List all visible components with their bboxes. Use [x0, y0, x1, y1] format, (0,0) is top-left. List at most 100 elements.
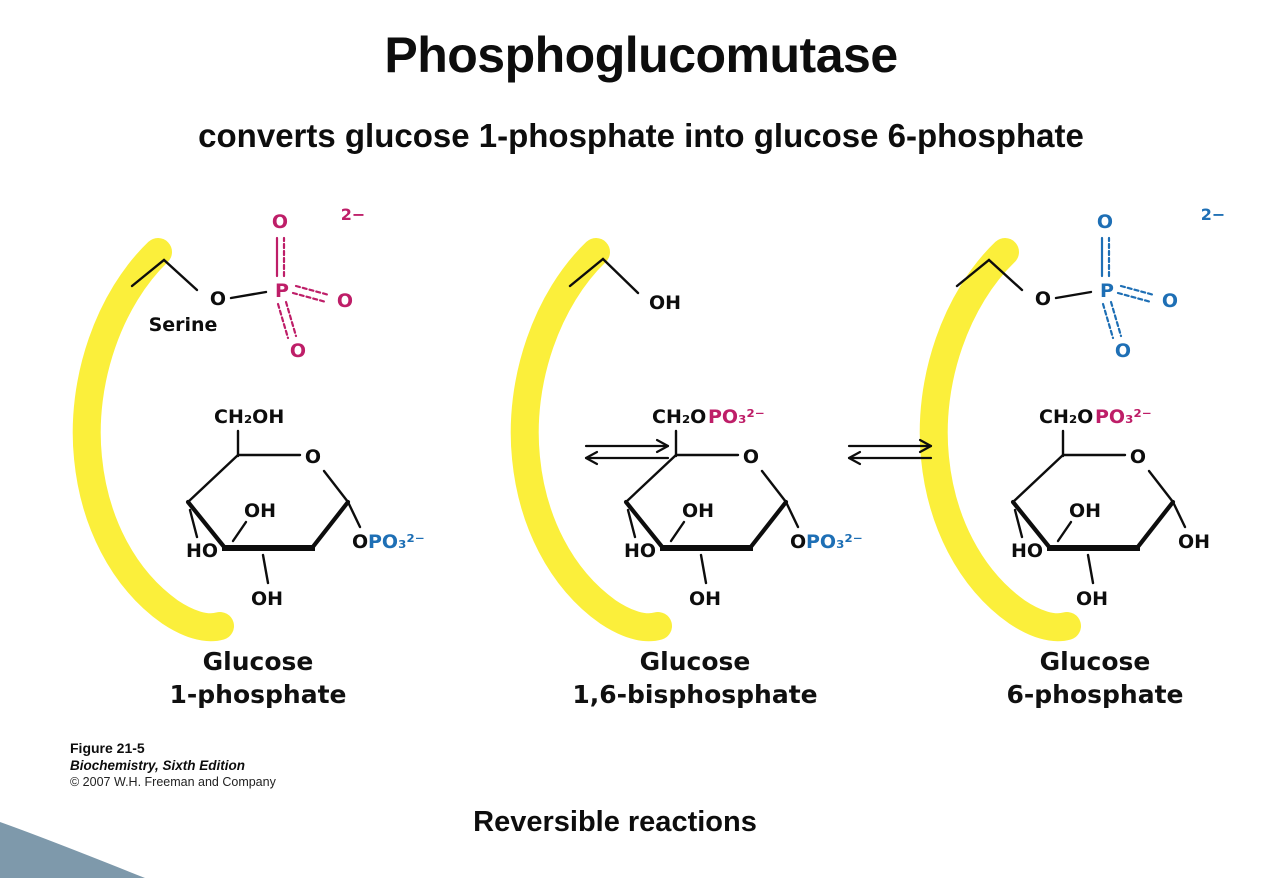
c1-oxygen-label: O	[352, 531, 368, 553]
book-title: Biochemistry, Sixth Edition	[70, 758, 246, 773]
c1-bond	[784, 500, 800, 529]
c1-bond	[1171, 500, 1187, 529]
ring-bond	[322, 469, 350, 504]
ring-bond	[624, 453, 678, 504]
phosphate-oxygen-top: O	[1097, 211, 1113, 233]
label-glucose-16-bisphosphate: Glucose 1,6-bisphosphate	[535, 645, 855, 711]
ring-bond	[186, 453, 240, 504]
c4-hydroxyl-label: HO	[186, 540, 218, 562]
c4-bond	[188, 508, 199, 539]
ester-oxygen-label: O	[1035, 288, 1051, 310]
phosphate-oxygen-right: O	[337, 290, 353, 312]
ring-bond-bold	[309, 499, 351, 551]
c3-bond	[231, 520, 248, 543]
page-title: Phosphoglucomutase	[384, 27, 898, 83]
c6-phosphate-label: PO₃²⁻	[1095, 406, 1152, 428]
glucose-ring-1: CH₂OH O OH HO OH O PO₃²⁻	[185, 406, 425, 610]
reversible-reactions-note: Reversible reactions	[473, 806, 757, 838]
label-line2: 1-phosphate	[169, 680, 347, 709]
c3-hydroxyl-label: OH	[244, 500, 276, 522]
figure-number: Figure 21-5	[70, 740, 145, 756]
figure-credit: Figure 21-5 Biochemistry, Sixth Edition …	[70, 740, 276, 791]
o-p-bond	[1054, 290, 1093, 300]
serine-bond	[130, 258, 199, 292]
ring-oxygen-label: O	[1130, 446, 1146, 468]
c1-bond	[346, 500, 362, 529]
serine-hydroxyl-group-2: OH	[568, 257, 681, 314]
p-right-bond-dash	[1116, 291, 1153, 304]
ring-bond	[1147, 469, 1175, 504]
p-bottom-bond	[1101, 302, 1115, 340]
equilibrium-arrow-1	[584, 438, 670, 466]
glucose-ring-2: CH₂O PO₃²⁻ O OH HO OH O PO₃²⁻	[623, 406, 863, 610]
c4-bond	[1013, 508, 1024, 539]
c1-phosphate-label: PO₃²⁻	[806, 531, 863, 553]
enzyme-highlight-3	[919, 238, 1081, 642]
label-glucose-6-phosphate: Glucose 6-phosphate	[960, 645, 1230, 711]
charge-label: 2−	[341, 205, 366, 224]
ester-oxygen-label: O	[210, 288, 226, 310]
c2-hydroxyl-label: OH	[251, 588, 283, 610]
serine-hydroxyl-label: OH	[649, 292, 681, 314]
glucose-ring-3: CH₂O PO₃²⁻ O OH HO OH OH	[1010, 406, 1210, 610]
arrow-reverse-head	[847, 450, 862, 466]
c6-substituent-label: CH₂O	[652, 406, 706, 428]
c3-hydroxyl-label: OH	[682, 500, 714, 522]
arrow-forward-head	[918, 438, 933, 454]
p-right-bond-dash	[291, 291, 328, 304]
c2-bond	[699, 553, 708, 585]
c2-bond	[261, 553, 270, 585]
c6-substituent-label: CH₂OH	[214, 406, 284, 428]
ring-oxygen-label: O	[305, 446, 321, 468]
c4-bond	[626, 508, 637, 539]
ring-bond-bold	[623, 499, 666, 551]
equilibrium-arrow-2	[847, 438, 933, 466]
serine-bond	[955, 258, 1024, 292]
p-right-bond	[1119, 284, 1156, 297]
ring-oxygen-label: O	[743, 446, 759, 468]
c1-phosphate-label: PO₃²⁻	[368, 531, 425, 553]
corner-decoration	[0, 822, 145, 878]
corner-shape-icon	[0, 822, 145, 878]
ring-bond	[760, 469, 788, 504]
c3-bond	[1056, 520, 1073, 543]
ring-bond	[1011, 453, 1065, 504]
structure-glucose-1-phosphate: O P O O O 2− Serine CH₂OH O OH	[72, 205, 425, 642]
p-bottom-bond	[276, 302, 290, 340]
phosphate-oxygen-right: O	[1162, 290, 1178, 312]
p-bottom-bond-dash	[1109, 300, 1123, 338]
label-glucose-1-phosphate: Glucose 1-phosphate	[127, 645, 389, 711]
serine-bond	[568, 257, 640, 295]
c3-hydroxyl-label: OH	[1069, 500, 1101, 522]
c2-hydroxyl-label: OH	[689, 588, 721, 610]
serine-phosphate-group-1: O P O O O 2− Serine	[130, 205, 366, 362]
label-line2: 6-phosphate	[1006, 680, 1184, 709]
serine-phosphate-group-3: O P O O O 2−	[955, 205, 1225, 362]
p-bottom-bond-dash	[284, 300, 298, 338]
c4-hydroxyl-label: HO	[1011, 540, 1043, 562]
structure-glucose-6-phosphate: O P O O O 2− CH₂O PO₃²⁻ O OH	[919, 205, 1225, 642]
enzyme-highlight-2	[510, 238, 672, 642]
c1-oxygen-label: O	[790, 531, 806, 553]
c6-phosphate-label: PO₃²⁻	[708, 406, 765, 428]
ring-bond-bold	[1134, 499, 1176, 551]
enzyme-highlight-1	[72, 238, 234, 642]
label-line1: Glucose	[1039, 647, 1151, 676]
phosphate-oxygen-bottom: O	[290, 340, 306, 362]
o-p-bond	[229, 290, 268, 300]
p-right-bond	[294, 284, 331, 297]
copyright: © 2007 W.H. Freeman and Company	[70, 775, 276, 789]
c6-substituent-label: CH₂O	[1039, 406, 1093, 428]
c2-hydroxyl-label: OH	[1076, 588, 1108, 610]
c2-bond	[1086, 553, 1095, 585]
c4-hydroxyl-label: HO	[624, 540, 656, 562]
page-subtitle: converts glucose 1-phosphate into glucos…	[198, 117, 1084, 154]
phosphate-oxygen-bottom: O	[1115, 340, 1131, 362]
phosphorus-label: P	[275, 280, 289, 302]
ring-bond-bold	[1010, 499, 1053, 551]
arrow-forward-head	[655, 438, 670, 454]
c3-bond	[669, 520, 686, 543]
phosphorus-label: P	[1100, 280, 1114, 302]
ring-bond-bold	[747, 499, 789, 551]
